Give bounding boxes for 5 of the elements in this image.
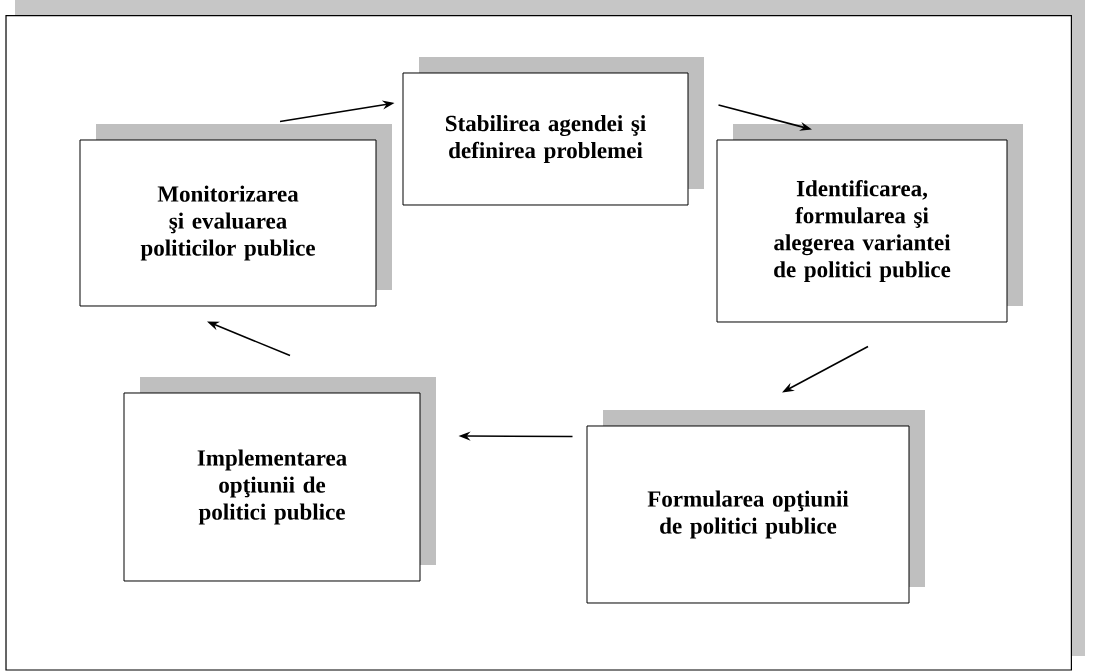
process-box: Identificarea, formularea şi alegerea variantei de politici publice [716,124,1023,323]
process-box: Formularea opţiunii de politici publice [586,410,925,604]
process-box: Implementarea opţiunii de politici publice [123,377,436,582]
process-box: Monitorizarea şi evaluarea politicilor publice [79,124,392,307]
process-box: Stabilirea agendei şi definirea problemei [402,57,704,206]
